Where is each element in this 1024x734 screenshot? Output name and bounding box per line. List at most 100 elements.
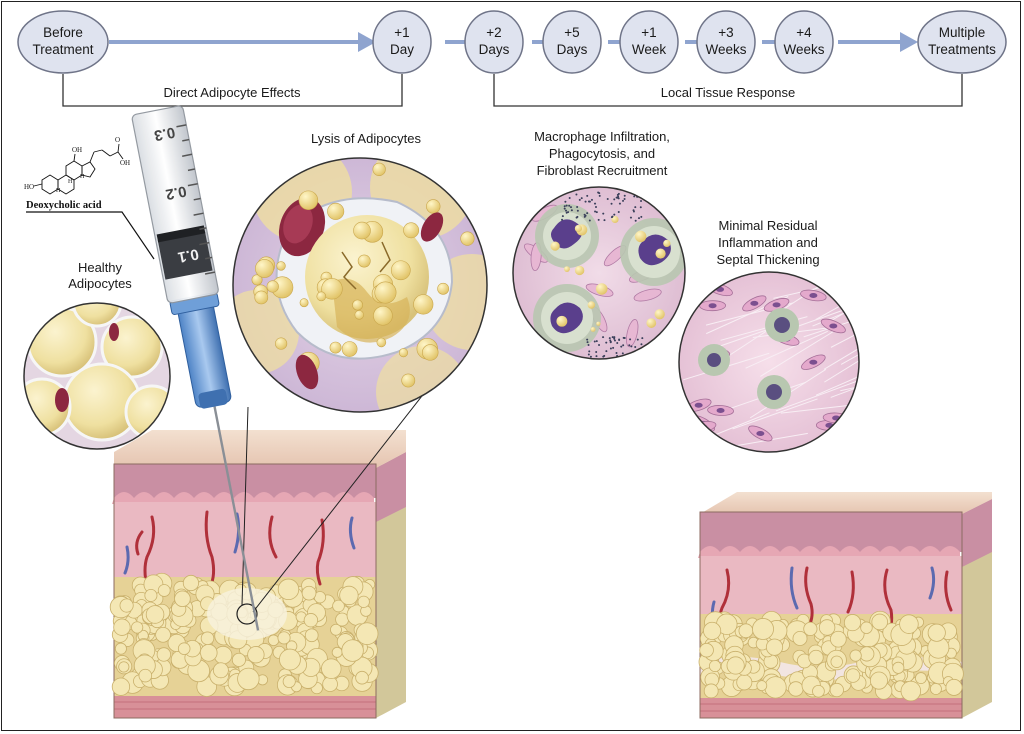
fat-globule [182, 574, 200, 592]
node-label-line1: Before [43, 25, 83, 40]
node-label-line2: Days [557, 42, 588, 57]
collagen-fiber [825, 278, 859, 325]
debris-dot [584, 200, 587, 203]
node-label-line2: Weeks [783, 42, 824, 57]
fat-globule [699, 642, 714, 658]
fat-globule [157, 584, 171, 597]
fat-globule [945, 678, 963, 696]
lipid-droplet [401, 373, 416, 388]
debris-dot [613, 336, 616, 339]
debris-dot [605, 341, 608, 344]
macrophage-magnified [512, 186, 686, 360]
fat-globule [303, 613, 319, 628]
lipid-droplet [634, 230, 647, 243]
chem-atom-label: HO [24, 183, 34, 191]
lipid-droplet [654, 309, 665, 320]
macrophage-cell [620, 218, 685, 286]
fat-globule [929, 683, 942, 695]
debris-dot [613, 213, 616, 216]
debris-dot [629, 338, 632, 341]
collagen-fiber [760, 328, 838, 377]
fat-globule [899, 614, 919, 634]
debris-dot [568, 196, 571, 199]
debris-dot [594, 206, 597, 209]
lipid-droplet [298, 190, 319, 211]
debris-dot [602, 212, 605, 215]
debris-dot [594, 202, 597, 205]
caption-line: Fibroblast Recruitment [537, 163, 668, 178]
debris-dot [640, 200, 643, 203]
debris-dot [595, 340, 598, 343]
caption-minimal-residual-inflammation: Minimal Residual Inflammation and Septal… [716, 218, 819, 267]
caption-line: Inflammation and [718, 235, 818, 250]
collagen-fiber [823, 322, 859, 370]
timeline-node-plus5-days: +5 Days [542, 10, 602, 74]
fat-globule [708, 659, 722, 673]
debris-dot [634, 206, 637, 209]
lipid-droplet [413, 294, 434, 315]
lipid-droplet [663, 239, 671, 248]
timeline-node-plus1-week: +1 Week [619, 10, 679, 74]
debris-dot [586, 338, 589, 341]
lipid-droplet [556, 315, 568, 327]
debris-dot [609, 341, 612, 344]
node-label-line2: Treatments [928, 42, 996, 57]
lipid-droplet [426, 199, 441, 214]
fibroblast-nucleus [708, 303, 717, 309]
fat-globule [138, 668, 153, 683]
debris-dot [602, 355, 605, 358]
debris-dot [561, 218, 564, 221]
fat-globule [330, 623, 342, 636]
lipid-droplet [611, 215, 619, 224]
debris-dot [576, 205, 579, 208]
timeline-node-plus3-weeks: +3 Weeks [696, 10, 756, 74]
fat-globule [212, 662, 229, 679]
debris-dot [589, 355, 592, 358]
fat-globule [736, 674, 753, 691]
debris-dot [613, 339, 616, 342]
fat-globule [849, 649, 862, 662]
fibroblast-nucleus [694, 402, 703, 408]
fat-globule [119, 598, 134, 613]
debris-dot [622, 199, 625, 202]
lipid-droplet [460, 231, 475, 246]
fat-globule [726, 656, 745, 675]
debris-dot [634, 345, 637, 348]
debris-dot [595, 355, 598, 358]
caption-line: Healthy [78, 260, 123, 275]
debris-dot [635, 351, 638, 354]
fat-globule [860, 621, 873, 634]
debris-dot [563, 205, 566, 208]
collagen-fiber [852, 288, 859, 316]
injection-site-marker [236, 603, 258, 625]
fat-globule [301, 585, 317, 601]
fibroblast-nucleus [772, 302, 781, 308]
debris-dot [570, 209, 573, 212]
syringe-needle [211, 394, 260, 631]
caption-macrophage-infiltration: Macrophage Infiltration, Phagocytosis, a… [534, 129, 670, 178]
fibroblast-nucleus [750, 300, 759, 306]
debris-particles [561, 191, 644, 358]
fat-globule [200, 631, 215, 646]
debris-dot [612, 346, 615, 349]
fat-globule [145, 605, 165, 624]
node-label-line2: Day [390, 42, 414, 57]
fat-globule [144, 588, 158, 602]
debris-dot [586, 212, 589, 215]
node-label-line2: Week [632, 42, 667, 57]
chemical-leader-line [26, 211, 155, 260]
lipid-droplet [374, 281, 397, 304]
debris-dot [598, 194, 601, 197]
fat-globule [282, 675, 296, 689]
debris-dot [639, 206, 642, 209]
lipid-droplet [329, 341, 342, 354]
fat-globule [199, 643, 218, 662]
chem-atom-label: O [115, 136, 120, 144]
caption-healthy-adipocytes: Healthy Adipocytes [68, 260, 132, 291]
bracket-label: Direct Adipocyte Effects [163, 85, 301, 100]
syringe-tick-label: 0.2 [164, 182, 188, 203]
debris-dot [576, 209, 579, 212]
fat-globule [237, 667, 260, 691]
debris-dot [636, 338, 639, 341]
